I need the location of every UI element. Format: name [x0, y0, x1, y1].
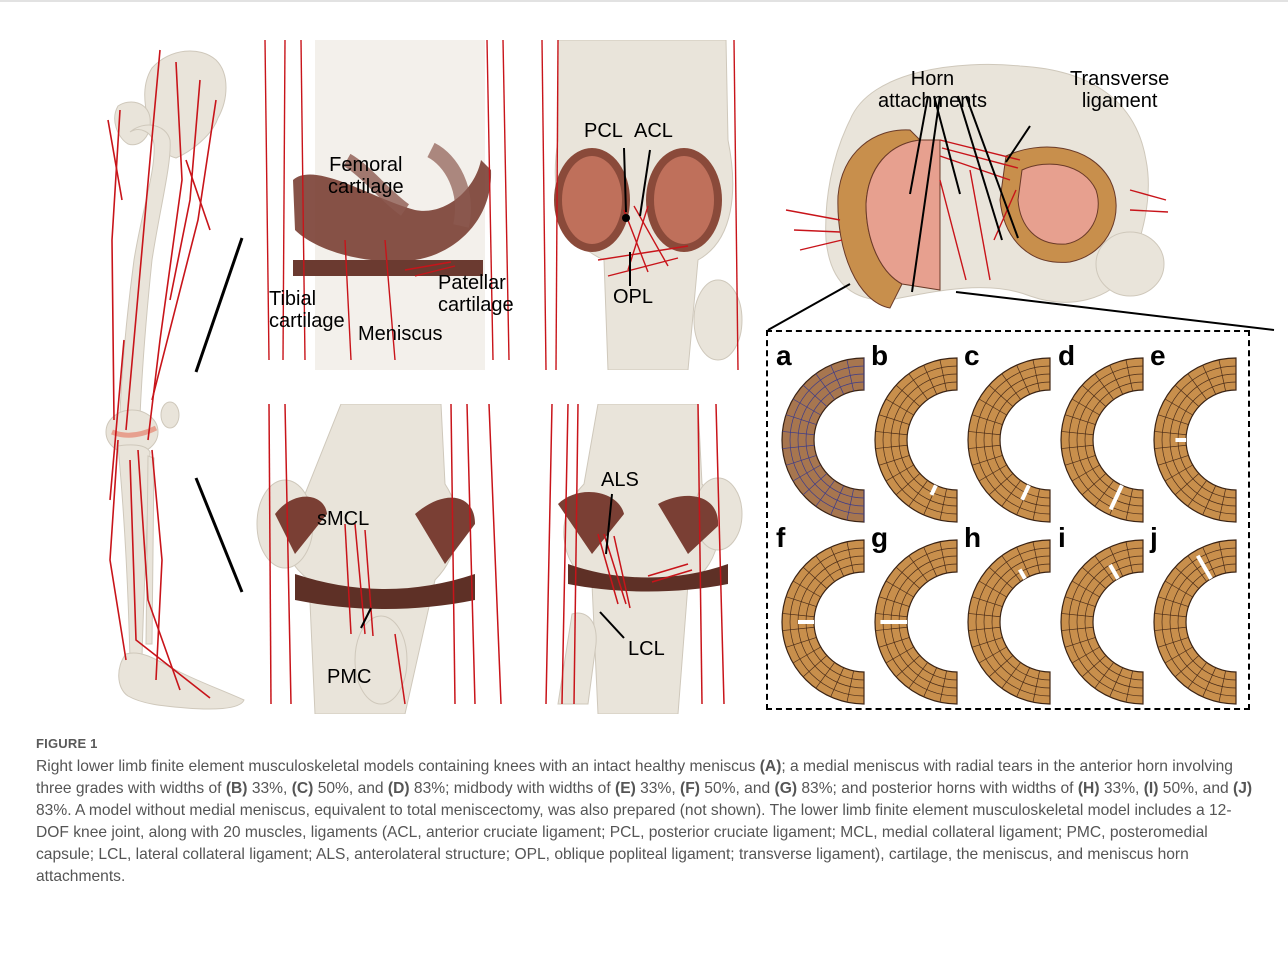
tibial-cartilage-label: Tibial cartilage [269, 288, 345, 332]
meniscus-variant-i [1061, 540, 1143, 704]
meniscus-variant-b [875, 358, 957, 522]
cruciate-panel: PCL ACL OPL [538, 40, 750, 370]
sub-label-b: b [871, 342, 888, 370]
sub-label-e: e [1150, 342, 1166, 370]
meniscus-label: Meniscus [358, 323, 442, 345]
opl-label: OPL [613, 286, 653, 308]
meniscus-variant-j [1154, 540, 1236, 704]
horn-attachments-label: Horn attachments [878, 68, 987, 112]
patellar-cartilage-label: Patellar cartilage [438, 272, 514, 316]
figure-label: FIGURE 1 [36, 736, 98, 751]
femoral-cartilage-label: Femoral cartilage [328, 154, 404, 198]
knee-cartilage-panel: Femoral cartilage Patellar cartilage Tib… [255, 40, 525, 370]
meniscus-variant-e [1154, 358, 1236, 522]
sub-label-i: i [1058, 524, 1066, 552]
meniscus-variant-d [1061, 358, 1143, 522]
sub-label-c: c [964, 342, 980, 370]
smcl-label: sMCL [317, 508, 369, 530]
meniscus-variant-h [968, 540, 1050, 704]
meniscus-variant-f [782, 540, 864, 704]
sub-label-g: g [871, 524, 888, 552]
sub-label-f: f [776, 524, 785, 552]
transverse-ligament-label: Transverse ligament [1070, 68, 1169, 112]
acl-label: ACL [634, 120, 673, 142]
lateral-knee-panel: ALS LCL [538, 404, 750, 714]
als-label: ALS [601, 469, 639, 491]
lcl-label: LCL [628, 638, 665, 660]
pcl-label: PCL [584, 120, 623, 142]
pmc-label: PMC [327, 666, 371, 688]
sub-label-j: j [1150, 524, 1158, 552]
meniscus-tear-grid: a b c d e f g h i j [766, 330, 1250, 710]
top-rule [0, 0, 1288, 2]
zoom-lines [190, 230, 260, 610]
sub-label-a: a [776, 342, 792, 370]
figure-caption: Right lower limb finite element musculos… [36, 756, 1258, 888]
meniscus-variant-a [782, 358, 864, 522]
medial-knee-panel: sMCL PMC [255, 404, 525, 714]
meniscus-variant-g [875, 540, 957, 704]
meniscus-variant-c [968, 358, 1050, 522]
sub-label-h: h [964, 524, 981, 552]
sub-label-d: d [1058, 342, 1075, 370]
